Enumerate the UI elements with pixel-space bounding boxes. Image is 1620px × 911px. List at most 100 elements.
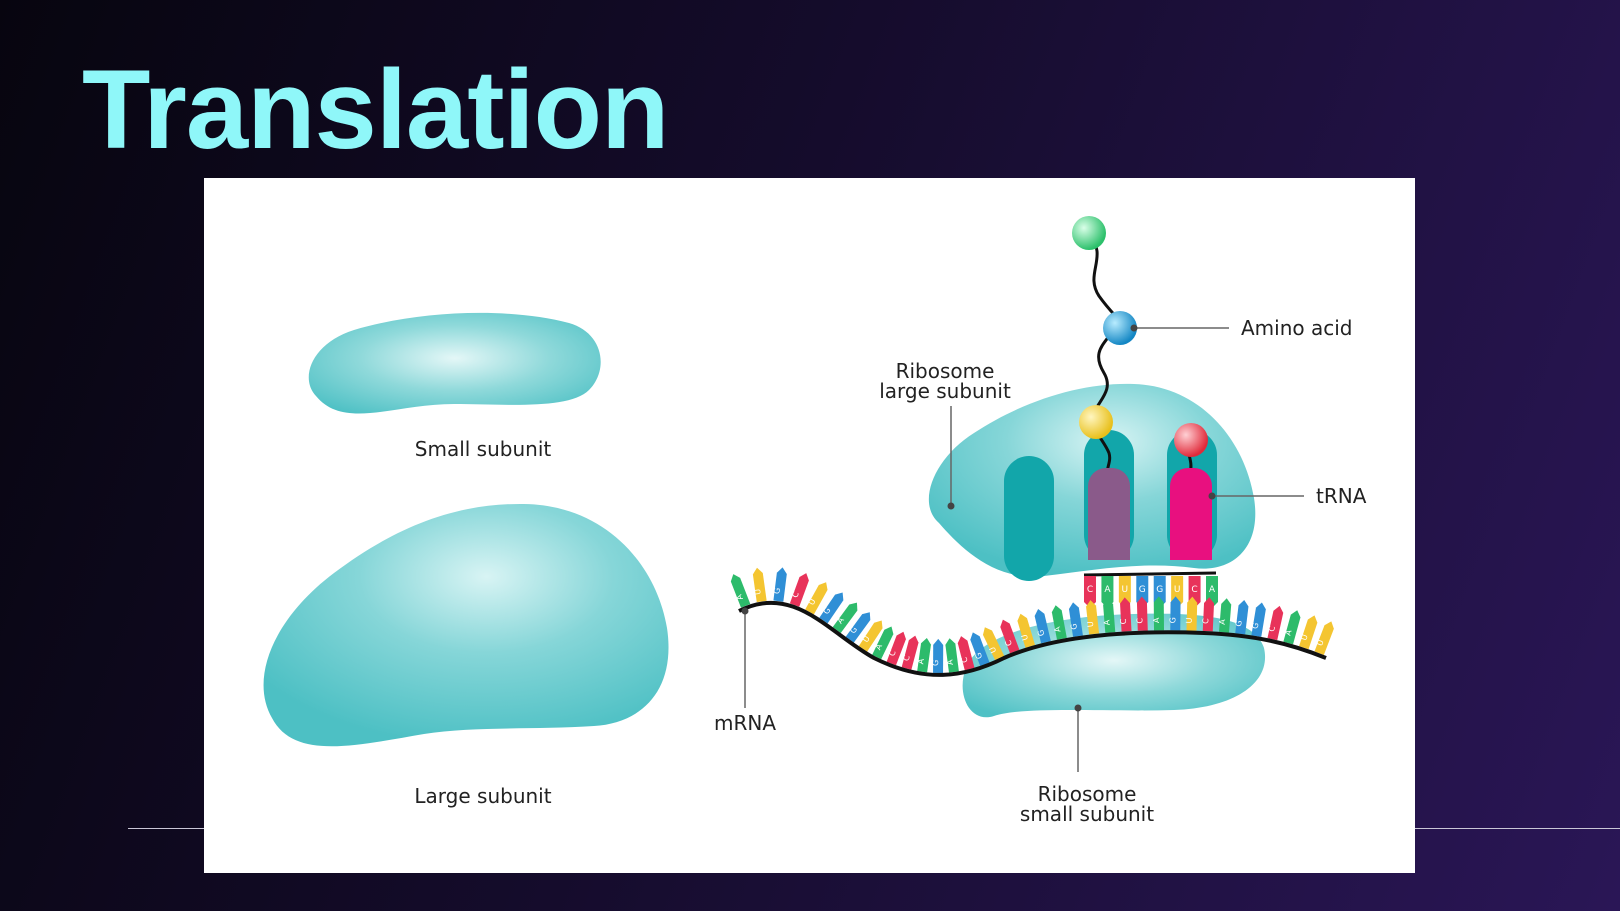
mrna-callout-dot bbox=[741, 607, 749, 615]
amino-acid-yellow bbox=[1079, 405, 1113, 439]
mrna-base-letter: G bbox=[1036, 629, 1046, 637]
mrna-base: U bbox=[858, 620, 883, 652]
mrna-base: C bbox=[902, 635, 919, 670]
mrna-base: U bbox=[1314, 621, 1334, 655]
mrna-base-letter: A bbox=[1218, 618, 1227, 625]
ribosome-small-subunit-shape bbox=[962, 613, 1266, 718]
mrna-base-letter: U bbox=[1185, 617, 1194, 623]
mrna-base: A bbox=[945, 638, 959, 673]
mrna-base-letter: C bbox=[887, 649, 898, 658]
mrna-base-letter: U bbox=[861, 634, 872, 644]
anticodon-base: C bbox=[1084, 576, 1096, 608]
mrna-base: G bbox=[1234, 600, 1249, 635]
mrna-base-letter: G bbox=[931, 660, 940, 666]
mrna-base-letter: C bbox=[1267, 625, 1277, 633]
mrna-base-letter: A bbox=[1283, 628, 1293, 636]
small-subunit-label: Small subunit bbox=[415, 437, 552, 461]
mrna-base: U bbox=[982, 627, 1005, 661]
ribosome-small-callout-dot bbox=[1074, 704, 1082, 712]
mrna-base-letter: A bbox=[874, 642, 885, 651]
mrna-base: A bbox=[916, 638, 931, 673]
anticodon-base-letter: U bbox=[1122, 585, 1129, 595]
mrna-base: G bbox=[1068, 602, 1083, 637]
mrna-backbone bbox=[738, 600, 1327, 677]
ribosome-small-label-line2: small subunit bbox=[1020, 802, 1154, 826]
mrna-base-letter: U bbox=[988, 645, 999, 654]
mrna-base-letter: A bbox=[1152, 617, 1161, 623]
ribosome-large-label-line1: Ribosome bbox=[896, 359, 995, 383]
anticodon-base-letter: C bbox=[1191, 585, 1197, 595]
mrna-base-letter: C bbox=[1201, 618, 1210, 624]
mrna-base-letter: C bbox=[790, 590, 801, 599]
anticodon-base-letter: G bbox=[1139, 585, 1146, 595]
mrna-base: G bbox=[931, 638, 944, 673]
anticodon-base-letter: A bbox=[1209, 585, 1216, 595]
mrna-base-letter: U bbox=[1086, 621, 1096, 628]
amino-acid-label: Amino acid bbox=[1241, 316, 1353, 340]
trna-magenta-base bbox=[1170, 508, 1212, 560]
mrna-base-letter: G bbox=[848, 625, 859, 635]
mrna-base: A bbox=[1102, 598, 1116, 633]
mrna-base: C bbox=[1135, 596, 1148, 631]
mrna-base-letter: A bbox=[1053, 625, 1063, 633]
ribosome-large-label-line2: large subunit bbox=[879, 379, 1011, 403]
mrna-base-letter: C bbox=[902, 654, 912, 662]
anticodon-base: A bbox=[1101, 576, 1114, 608]
mrna-base: U bbox=[752, 567, 767, 603]
mrna-base-letter: U bbox=[807, 597, 818, 607]
mrna-base: G bbox=[1034, 609, 1051, 644]
mrna-base-letter: C bbox=[1119, 618, 1128, 624]
mrna-base: U bbox=[1185, 596, 1198, 631]
anticodon-base-letter: G bbox=[1156, 585, 1163, 595]
anticodon-base-letter: C bbox=[1087, 585, 1093, 595]
mrna-base-letter: G bbox=[1069, 623, 1079, 630]
mrna-base-letter: U bbox=[1315, 638, 1326, 647]
divider-line-left bbox=[128, 828, 206, 829]
trna-slot-e bbox=[1004, 456, 1054, 581]
anticodon-backbone bbox=[1083, 571, 1217, 577]
slide-title: Translation bbox=[82, 47, 669, 172]
mrna-base: C bbox=[957, 636, 975, 671]
mrna-base-letter: C bbox=[1135, 617, 1144, 623]
mrna-base: G bbox=[970, 632, 990, 666]
trna-callout-dot bbox=[1208, 492, 1216, 500]
mrna-base: G bbox=[1168, 596, 1181, 631]
mrna-base: C bbox=[789, 573, 809, 607]
mrna-base-letter: G bbox=[1251, 622, 1261, 630]
mrna-base-letter: U bbox=[1020, 633, 1030, 641]
amino-acid-callout-dot bbox=[1130, 324, 1138, 332]
ribosome-large-callout-dot bbox=[947, 502, 955, 510]
mrna-base: C bbox=[1119, 597, 1132, 632]
mrna-base-letter: A bbox=[916, 658, 926, 665]
mrna-base: G bbox=[772, 567, 787, 602]
anticodon-base-letter: A bbox=[1104, 585, 1111, 595]
divider-line-right bbox=[1413, 828, 1620, 829]
mrna-base: G bbox=[845, 612, 871, 643]
mrna-base-letter: C bbox=[1004, 638, 1015, 647]
amino-acid-green bbox=[1072, 216, 1106, 250]
mrna-base: U bbox=[1017, 613, 1035, 648]
mrna-base: G bbox=[1251, 602, 1266, 637]
small-subunit-shape bbox=[308, 312, 601, 414]
mrna-base-letter: G bbox=[822, 606, 833, 616]
trna-label: tRNA bbox=[1316, 484, 1367, 508]
mrna-base: A bbox=[1283, 610, 1301, 645]
mrna-base-letter: A bbox=[835, 615, 846, 625]
mrna-base: U bbox=[1299, 615, 1318, 650]
mrna-base-letter: C bbox=[960, 656, 970, 664]
mrna-base: A bbox=[832, 602, 858, 634]
mrna-base-letter: G bbox=[772, 587, 782, 594]
mrna-base: G bbox=[819, 592, 844, 624]
amino-acid-red bbox=[1174, 423, 1208, 457]
mrna-base: A bbox=[1218, 598, 1232, 633]
mrna-label: mRNA bbox=[714, 711, 776, 735]
anticodon-base: U bbox=[1118, 576, 1131, 608]
mrna-base: C bbox=[1201, 597, 1215, 632]
mrna-base: U bbox=[1086, 600, 1100, 635]
ribosome-small-label-line1: Ribosome bbox=[1038, 782, 1137, 806]
mrna-base-letter: G bbox=[1168, 617, 1177, 623]
